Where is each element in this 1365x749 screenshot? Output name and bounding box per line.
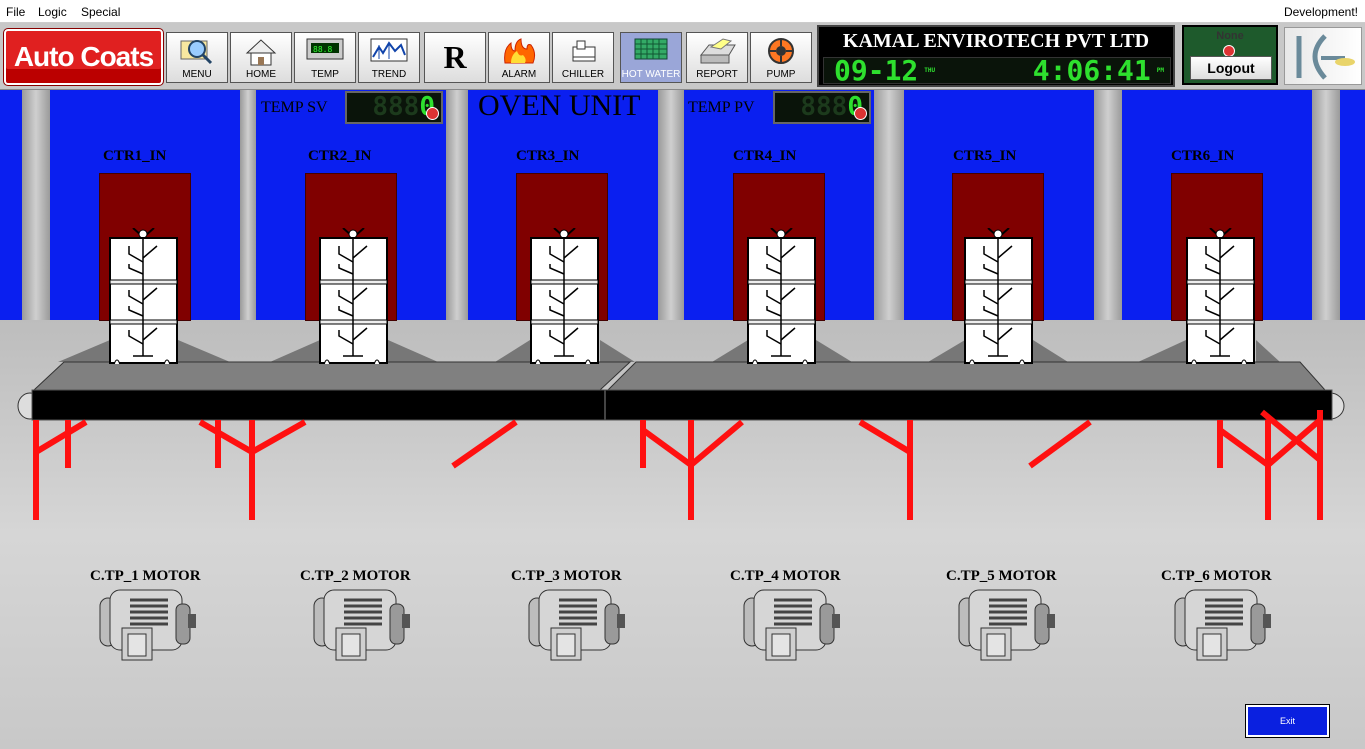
hot-water-grid-icon [634, 38, 668, 60]
logout-button[interactable]: Logout [1190, 56, 1272, 80]
page-title: OVEN UNIT [478, 90, 641, 122]
trend-chart-icon [370, 38, 408, 62]
auto-coats-logo: Auto Coats [3, 28, 164, 86]
rack-graphic [109, 228, 178, 364]
menu-bar: File Logic Special Development! [0, 0, 1365, 23]
report-button[interactable]: REPORT [686, 32, 748, 83]
carrier-rack-1[interactable] [109, 228, 178, 364]
chiller-icon [572, 40, 596, 62]
temp-sv-label: TEMP SV [261, 99, 328, 116]
conveyor-top-right [606, 361, 1327, 391]
exit-button[interactable]: Exit [1245, 704, 1330, 738]
conveyor-legs [33, 409, 1323, 520]
carrier-rack-6[interactable] [1186, 228, 1255, 364]
temp-pv-label: TEMP PV [688, 99, 755, 116]
conveyor-supports [58, 340, 1280, 362]
motor-icon[interactable] [955, 586, 1059, 662]
ke-logo-icon [1296, 34, 1355, 80]
company-panel: KAMAL ENVIROTECH PVT LTD 09-12 THU 4:06:… [817, 25, 1175, 87]
conveyor-belt [31, 389, 1333, 421]
company-name: KAMAL ENVIROTECH PVT LTD [842, 30, 1150, 52]
wall-pillar [22, 90, 50, 320]
hot-water-button[interactable]: HOT WATER [620, 32, 682, 83]
clock-ampm: PM [1156, 67, 1164, 74]
trend-button[interactable]: TREND [358, 32, 420, 83]
conveyor-top-left [32, 361, 632, 391]
error-icon [854, 107, 867, 120]
fire-icon [504, 38, 536, 64]
alarm-button[interactable]: ALARM [488, 32, 550, 83]
oven-label-ctr3: CTR3_IN [516, 148, 580, 164]
oven-scene: OVEN UNIT TEMP SV 8880 TEMP PV 8880 CTR1… [0, 90, 1365, 749]
r-letter-icon: R [443, 39, 467, 75]
pump-fan-icon [768, 38, 794, 64]
carrier-rack-2[interactable] [319, 228, 388, 364]
error-icon [426, 107, 439, 120]
svg-text:88.8: 88.8 [313, 45, 332, 54]
user-name: None [1216, 30, 1244, 42]
toolbar: Auto Coats MENU HOME 88.8 TEMP TREND R A… [0, 23, 1365, 90]
conveyor-system [17, 340, 1345, 520]
wall-pillar [658, 90, 684, 320]
oven-label-ctr2: CTR2_IN [308, 148, 372, 164]
motor-icon[interactable] [1171, 586, 1275, 662]
development-label: Development! [1283, 5, 1358, 19]
clock-date: 09-12 [834, 54, 919, 87]
motor-icon[interactable] [310, 586, 414, 662]
ke-logo [1284, 27, 1362, 85]
wall-pillar [1312, 90, 1340, 320]
temperature-display-icon: 88.8 [306, 38, 344, 60]
menu-file[interactable]: File [6, 5, 26, 19]
r-button[interactable]: R [424, 32, 486, 83]
wall-pillar [240, 90, 256, 320]
chiller-button[interactable]: CHILLER [552, 32, 614, 83]
menu-button[interactable]: MENU [166, 32, 228, 83]
house-icon [245, 39, 277, 66]
motor-label-2: C.TP_2 MOTOR [300, 568, 411, 584]
oven-label-ctr6: CTR6_IN [1171, 148, 1235, 164]
motor-label-4: C.TP_4 MOTOR [730, 568, 841, 584]
carrier-rack-4[interactable] [747, 228, 816, 364]
motor-icon[interactable] [525, 586, 629, 662]
clock-day: THU [924, 67, 936, 74]
wall-pillar [874, 90, 904, 320]
temp-pv-display: 8880 [773, 91, 871, 124]
carrier-rack-3[interactable] [530, 228, 599, 364]
motor-icon[interactable] [96, 586, 200, 662]
user-panel: None Logout [1181, 24, 1279, 86]
oven-label-ctr1: CTR1_IN [103, 148, 167, 164]
motor-label-5: C.TP_5 MOTOR [946, 568, 1057, 584]
temp-button[interactable]: 88.8 TEMP [294, 32, 356, 83]
motor-icon[interactable] [740, 586, 844, 662]
oven-label-ctr5: CTR5_IN [953, 148, 1017, 164]
home-button[interactable]: HOME [230, 32, 292, 83]
pump-button[interactable]: PUMP [750, 32, 812, 83]
printer-icon [699, 38, 736, 64]
carrier-rack-5[interactable] [964, 228, 1033, 364]
wall-panel [1340, 90, 1365, 320]
clock-time: 4:06:41 [1032, 54, 1151, 87]
wall-pillar [1094, 90, 1122, 320]
temp-sv-display: 8880 [345, 91, 443, 124]
wall-panel [0, 90, 22, 320]
wall-pillar [446, 90, 468, 320]
digital-clock: 09-12 THU 4:06:41 PM [823, 54, 1171, 87]
motor-label-1: C.TP_1 MOTOR [90, 568, 201, 584]
motor-label-3: C.TP_3 MOTOR [511, 568, 622, 584]
menu-logic[interactable]: Logic [38, 5, 67, 19]
oven-label-ctr4: CTR4_IN [733, 148, 797, 164]
menu-special[interactable]: Special [81, 5, 121, 19]
magnifier-icon [180, 40, 213, 65]
motor-label-6: C.TP_6 MOTOR [1161, 568, 1272, 584]
